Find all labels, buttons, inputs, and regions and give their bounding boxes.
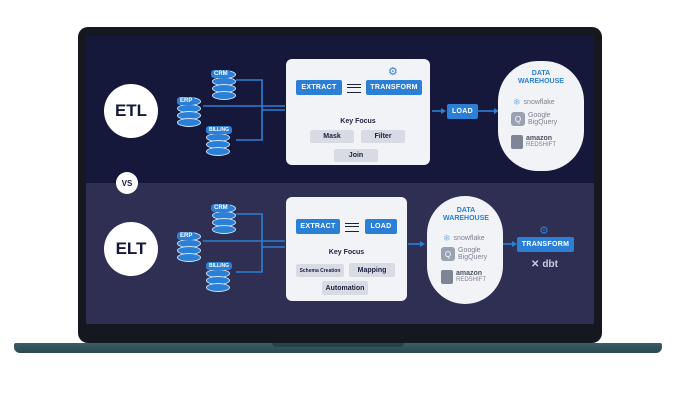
dbt-logo: ✕ dbt [531,259,558,270]
data-warehouse-title: DATA WAREHOUSE [443,207,489,222]
elt-label: ELT [104,222,158,276]
snowflake-logo: ❄ snowflake [443,233,485,243]
dbt-icon: ✕ [531,259,540,270]
extract-step: EXTRACT [296,219,340,234]
bigquery-logo: Q Google BigQuery [441,247,487,261]
redshift-logo: amazon REDSHIFT [441,270,486,284]
bigquery-logo: Q Google BigQuery [511,112,557,126]
equals-icon [345,223,359,232]
screen-bezel [86,324,594,337]
redshift-logo: amazon REDSHIFT [511,135,556,149]
erp-label: ERP [177,97,196,105]
load-step: LOAD [447,104,478,119]
key-focus-heading: Key Focus [340,118,376,125]
automation-chip: Automation [322,281,368,295]
snowflake-logo: ❄ snowflake [513,97,555,107]
key-focus-heading: Key Focus [328,249,365,256]
vs-badge: VS [116,172,138,194]
schema-creation-chip: Schema Creation [296,264,344,277]
mask-chip: Mask [310,130,354,143]
crm-label: CRM [211,204,231,212]
extract-step: EXTRACT [296,80,342,95]
transform-step: TRANSFORM [517,237,574,252]
equals-icon [347,84,361,93]
join-chip: Join [334,149,378,162]
billing-label: BILLING [206,126,232,134]
laptop-base [14,343,662,353]
gear-icon: ⚙ [388,66,398,78]
gear-icon: ⚙ [539,225,549,237]
laptop-hinge [272,343,404,347]
crm-label: CRM [211,70,231,78]
billing-label: BILLING [206,262,232,270]
redshift-icon [441,270,453,284]
filter-chip: Filter [361,130,405,143]
etl-label: ETL [104,84,158,138]
bigquery-icon: Q [441,247,455,261]
load-step: LOAD [365,219,397,234]
mapping-chip: Mapping [349,263,395,277]
snowflake-icon: ❄ [443,233,451,243]
snowflake-icon: ❄ [513,97,521,107]
etl-process-panel [286,59,430,165]
bigquery-icon: Q [511,112,525,126]
erp-label: ERP [177,232,196,240]
elt-data-warehouse [427,196,503,304]
transform-step: TRANSFORM [366,80,422,95]
redshift-icon [511,135,523,149]
data-warehouse-title: DATA WAREHOUSE [518,70,564,85]
